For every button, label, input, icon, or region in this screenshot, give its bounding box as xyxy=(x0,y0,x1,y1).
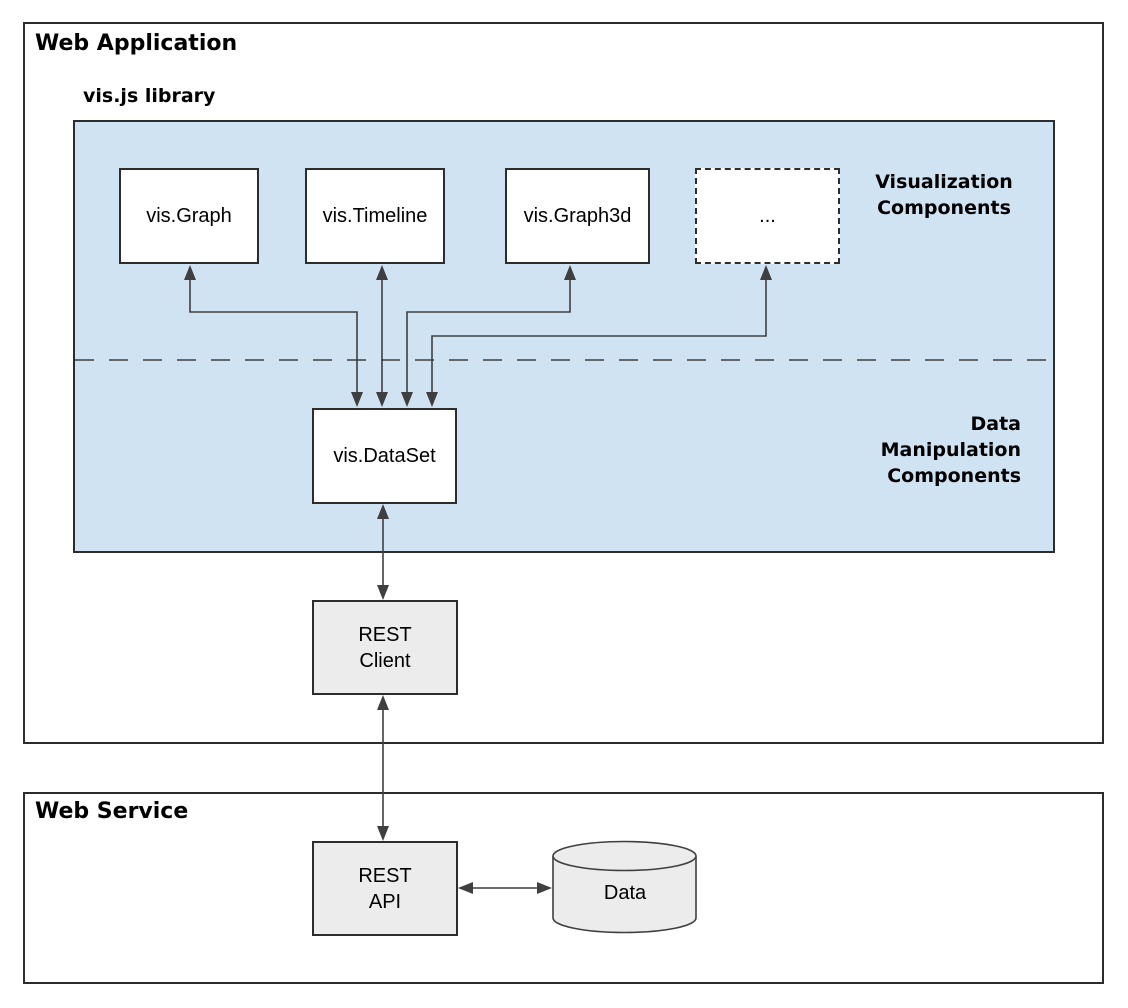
component-box-more: ... xyxy=(695,168,840,264)
visjs-library-title: vis.js library xyxy=(83,85,216,107)
data-cylinder-label: Data xyxy=(603,881,647,904)
component-box-graph: vis.Graph xyxy=(119,168,259,264)
label-line: Data xyxy=(970,413,1022,435)
box-label: vis.Timeline xyxy=(322,205,428,227)
web-application-title: Web Application xyxy=(35,31,238,56)
component-box-graph3d: vis.Graph3d xyxy=(505,168,650,264)
component-box-timeline: vis.Timeline xyxy=(305,168,445,264)
box-label: REST xyxy=(358,623,412,646)
box-label: vis.Graph xyxy=(146,205,232,227)
box-label: API xyxy=(368,890,402,913)
box-label: Client xyxy=(359,649,411,672)
connector-more-dataset xyxy=(426,265,772,407)
web-service-title: Web Service xyxy=(35,799,189,824)
data-cylinder xyxy=(552,840,697,934)
connector-graph3d-dataset xyxy=(401,265,576,407)
box-label: vis.Graph3d xyxy=(523,205,632,227)
data-manipulation-components-label: Data Manipulation Components xyxy=(821,411,1021,489)
rest-client-box: REST Client xyxy=(312,600,458,695)
visualization-components-label: Visualization Components xyxy=(844,169,1044,221)
label-line: Manipulation xyxy=(880,439,1021,461)
label-line: Components xyxy=(887,465,1021,487)
label-line: Visualization xyxy=(875,171,1013,193)
connector-restapi-data xyxy=(458,882,552,894)
box-label: REST xyxy=(358,864,412,887)
box-label: vis.DataSet xyxy=(333,445,436,467)
connector-restclient-restapi xyxy=(377,695,389,841)
connector-dataset-restclient xyxy=(377,504,389,600)
connector-timeline-dataset xyxy=(376,265,388,407)
box-label: ... xyxy=(759,205,776,227)
rest-api-box: REST API xyxy=(312,841,458,936)
label-line: Components xyxy=(877,197,1011,219)
connector-graph-dataset xyxy=(184,265,363,407)
dataset-box: vis.DataSet xyxy=(312,408,457,504)
